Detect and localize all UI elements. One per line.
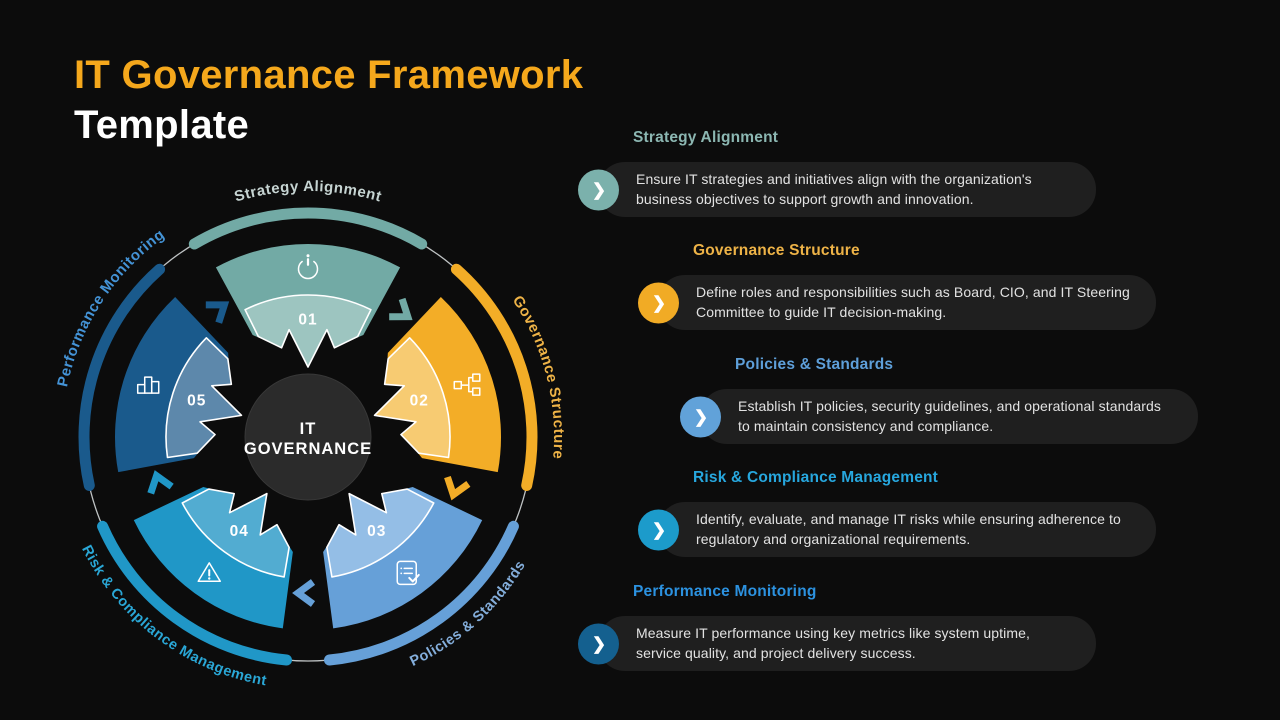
title-line-1: IT Governance Framework <box>74 53 584 97</box>
chevron-badge: ❯ <box>577 623 619 664</box>
detail-section-risk-compliance: Risk & Compliance Management ❯ Identify,… <box>637 467 1197 557</box>
wheel-svg: Strategy Alignment 01 Governance Structure… <box>54 178 567 689</box>
detail-box: ❯ Measure IT performance using key metri… <box>577 616 1096 671</box>
detail-text: Define roles and responsibilities such a… <box>696 284 1130 320</box>
flow-chevron-icon <box>205 301 230 324</box>
diagram-center: IT GOVERNANCE <box>244 373 372 501</box>
wedge-inner-05 <box>165 337 243 459</box>
segment-number-04: 04 <box>230 523 249 540</box>
detail-section-performance-monitoring: Performance Monitoring ❯ Measure IT perf… <box>577 581 1137 671</box>
center-label-line1: IT <box>300 420 317 438</box>
detail-box: ❯ Establish IT policies, security guidel… <box>679 389 1198 444</box>
detail-heading: Performance Monitoring <box>633 583 817 600</box>
detail-text: Ensure IT strategies and initiatives ali… <box>636 171 1032 207</box>
power-icon <box>297 254 319 280</box>
governance-wheel-diagram: Strategy Alignment 01 Governance Structure… <box>43 172 573 702</box>
center-circle <box>244 373 372 501</box>
segment-number-03: 03 <box>367 523 386 540</box>
chevron-right-icon: ❯ <box>591 634 607 653</box>
detail-box: ❯ Ensure IT strategies and initiatives a… <box>577 162 1096 217</box>
wedge-inner-04 <box>181 488 290 578</box>
segment-number-02: 02 <box>410 392 429 409</box>
outer-arc-04 <box>97 520 293 666</box>
detail-heading: Risk & Compliance Management <box>693 469 939 486</box>
outer-arc-05 <box>78 263 166 491</box>
chevron-right-icon: ❯ <box>651 293 667 312</box>
outer-arc-03 <box>323 520 519 666</box>
wedge-inner-03 <box>326 488 435 578</box>
detail-box: ❯ Define roles and responsibilities such… <box>637 275 1156 330</box>
detail-section-governance-structure: Governance Structure ❯ Define roles and … <box>637 240 1197 330</box>
detail-box: ❯ Identify, evaluate, and manage IT risk… <box>637 502 1156 557</box>
wedge-inner-01 <box>244 294 372 368</box>
bar-chart-icon <box>136 376 160 394</box>
page-title: IT Governance Framework Template <box>74 50 583 150</box>
detail-heading: Governance Structure <box>693 242 860 259</box>
flow-chevron-icon <box>444 475 471 501</box>
ring-label-02: Governance Structure <box>509 293 567 460</box>
warning-icon <box>197 562 221 582</box>
detail-section-policies-standards: Policies & Standards ❯ Establish IT poli… <box>679 354 1239 444</box>
ring-label-01: Strategy Alignment <box>232 178 383 206</box>
segment-number-01: 01 <box>298 312 317 329</box>
detail-heading: Strategy Alignment <box>633 129 779 146</box>
detail-text: Identify, evaluate, and manage IT risks … <box>696 511 1121 547</box>
chevron-right-icon: ❯ <box>651 520 667 539</box>
center-label-line2: GOVERNANCE <box>244 440 372 458</box>
detail-section-strategy-alignment: Strategy Alignment ❯ Ensure IT strategie… <box>577 127 1137 217</box>
wedge-inner-02 <box>373 337 451 459</box>
chevron-right-icon: ❯ <box>591 180 607 199</box>
outer-arc-01 <box>188 207 428 250</box>
detail-text: Establish IT policies, security guidelin… <box>738 398 1161 434</box>
title-line-2: Template <box>74 103 250 147</box>
chevron-badge: ❯ <box>577 169 619 210</box>
outer-arc-02 <box>450 263 538 491</box>
segment-number-05: 05 <box>187 392 206 409</box>
chevron-badge: ❯ <box>637 509 679 550</box>
flow-chevron-icon <box>147 470 174 495</box>
chevron-right-icon: ❯ <box>693 407 709 426</box>
flow-chevron-icon <box>389 297 413 321</box>
flow-chevron-icon <box>292 579 316 607</box>
chevron-badge: ❯ <box>679 396 721 437</box>
org-chart-icon <box>453 373 481 396</box>
chevron-badge: ❯ <box>637 282 679 323</box>
checklist-icon <box>396 560 420 586</box>
detail-heading: Policies & Standards <box>735 356 894 373</box>
detail-text: Measure IT performance using key metrics… <box>636 625 1030 661</box>
